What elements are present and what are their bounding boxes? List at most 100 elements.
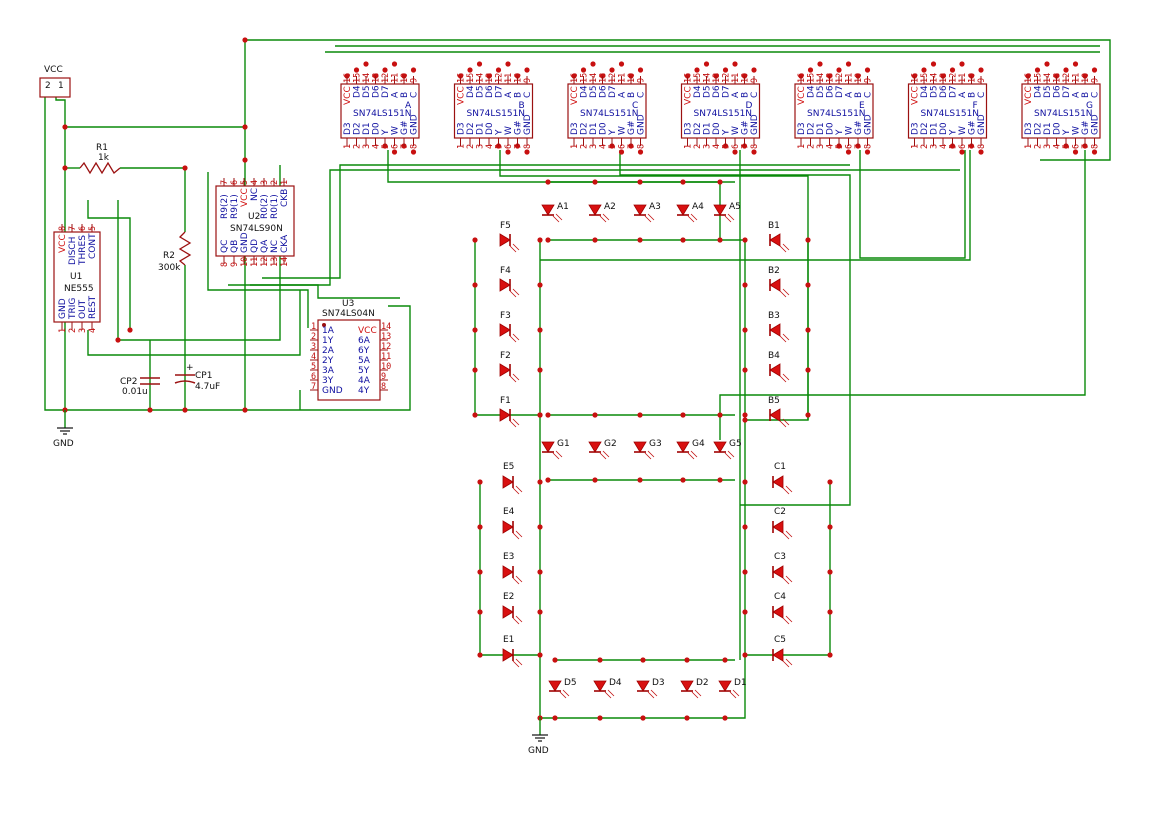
- junction-dot: [537, 237, 543, 243]
- led-c5: C5: [772, 635, 793, 668]
- led-d3-emission-2: [650, 689, 658, 697]
- junction-dot: [845, 149, 852, 155]
- b-column: [745, 240, 809, 421]
- vcc-power-label: VCC: [44, 65, 63, 75]
- led-a2-emission-1: [599, 215, 607, 223]
- led-f5-emission-1: [509, 245, 517, 253]
- counter-u2-pin-name-4: NC: [250, 188, 260, 201]
- junction-dot: [751, 67, 757, 73]
- led-b1-emission-2: [782, 243, 790, 251]
- led-g1-emission-2: [555, 450, 563, 458]
- mux-d-pin-name-13: D6: [712, 85, 722, 98]
- mux-d-pin-number-10: 10: [741, 73, 751, 83]
- junction-dot: [618, 61, 625, 67]
- mux-g-part-label: SN74LS151N: [1034, 109, 1093, 119]
- gnd-label: GND: [53, 439, 74, 449]
- mux-c-pin-number-12: 12: [608, 73, 618, 83]
- junction-dot: [805, 237, 811, 243]
- junction-dot: [805, 367, 811, 373]
- led-a5-emission-1: [724, 215, 732, 223]
- counter-u2-pin-number-12: 12: [260, 257, 270, 267]
- u3-pin-name-5: 3A: [322, 366, 335, 376]
- led-e2-emission-1: [512, 617, 520, 625]
- mux-c-unit-label: C: [632, 101, 638, 111]
- mux-b-pin-number-6: 6: [504, 144, 514, 149]
- led-a1-label: A1: [557, 202, 569, 212]
- junction-dot: [742, 237, 748, 243]
- mux-g-pin-name-8: GND: [1091, 114, 1101, 135]
- mux-f-pin-name-11: A: [958, 91, 968, 98]
- led-e3-emission-1: [512, 577, 520, 585]
- junction-dot: [391, 61, 398, 67]
- mux-c-pin-name-9: C: [637, 92, 647, 98]
- mux-a-pin-number-2: 2: [353, 144, 363, 149]
- mux-d-pin-number-4: 4: [712, 144, 722, 149]
- mux-e-pin-name-11: A: [845, 91, 855, 98]
- counter-u2-pin-name-6: R9(1): [230, 194, 240, 219]
- junction-dot: [62, 124, 68, 130]
- mux-a-pin-number-16: 16: [343, 73, 353, 83]
- mux-g: 16VCC15D414D513D612D711A10B9C1D32D23D14D…: [1021, 73, 1101, 149]
- mux-f-pin-name-5: Y: [949, 129, 959, 136]
- ne555-u1-pin-name-6: THRES: [78, 235, 88, 266]
- mux-a-pin-name-10: B: [400, 92, 410, 98]
- junction-dot: [827, 652, 833, 658]
- counter-u2-pin-name-12: QA: [260, 239, 270, 253]
- mux-g-pin-number-13: 13: [1053, 73, 1063, 83]
- ne555-u1-pin-number-7: 7: [68, 226, 78, 231]
- mux-c-pin-name-4: D0: [599, 122, 609, 135]
- mux-f-pin-number-15: 15: [920, 73, 930, 83]
- mux-c-pin-number-7: 7: [627, 144, 637, 149]
- junction-dot: [722, 67, 729, 73]
- led-d5-emission-2: [562, 689, 570, 697]
- led-d4-emission-1: [604, 691, 612, 699]
- junction-dot: [545, 179, 551, 185]
- ne555-thres: [87, 200, 131, 330]
- junction-dot: [640, 657, 646, 663]
- mux-d-pin-name-15: D4: [693, 85, 703, 98]
- junction-dot: [717, 179, 723, 185]
- mux-b-pin-number-14: 14: [476, 73, 486, 83]
- mux-c-pin-number-8: 8: [637, 144, 647, 149]
- led-g3: G3: [633, 439, 662, 460]
- mux-g-pin-name-10: B: [1081, 92, 1091, 98]
- led-e4-diode: [502, 520, 514, 534]
- junction-dot: [732, 61, 738, 67]
- mux-c-pin-number-11: 11: [618, 73, 628, 83]
- junction-dot: [680, 412, 686, 418]
- mux-a-pin-number-8: 8: [410, 144, 420, 149]
- junction-dot: [959, 149, 965, 155]
- led-b4-emission-1: [779, 375, 787, 383]
- led-c4: C4: [772, 592, 793, 625]
- ne555-u1-pin-number-3: 3: [78, 328, 88, 333]
- counter-u2-pin-number-4: 4: [250, 180, 260, 185]
- mux-f-pin-name-12: D7: [949, 85, 959, 98]
- led-d2-diode: [680, 680, 694, 692]
- led-g5-emission-1: [724, 452, 732, 460]
- mux-c-pin-name-10: B: [627, 92, 637, 98]
- led-f1-emission-1: [509, 420, 517, 428]
- mux-a-pin-number-9: 9: [410, 78, 420, 83]
- led-c2-label: C2: [774, 507, 786, 517]
- mux-b-pin-number-10: 10: [514, 73, 524, 83]
- led-a4-label: A4: [692, 202, 704, 212]
- mux-f-pin-name-7: G#: [968, 120, 978, 135]
- led-b4-emission-2: [782, 373, 790, 381]
- mux-g-pin-name-6: W: [1072, 126, 1082, 135]
- junction-dot: [742, 412, 748, 418]
- mux-e-pin-number-10: 10: [854, 73, 864, 83]
- led-e5-diode: [502, 475, 514, 489]
- led-f3: F3: [499, 311, 520, 343]
- junction-dot: [742, 417, 748, 423]
- junction-dot: [182, 165, 188, 171]
- mux-g-pin-name-11: A: [1072, 91, 1082, 98]
- ne555-u1: 8VCC7DISCH6THRES5CONT1GND2TRIG3OUT4RESTU…: [53, 224, 101, 333]
- mux-d-pin-name-9: C: [750, 92, 760, 98]
- mux-a-pin-number-7: 7: [400, 144, 410, 149]
- junction-dot: [1034, 67, 1041, 73]
- junction-dot: [592, 412, 598, 418]
- u3-pin-name-12: 6Y: [358, 346, 370, 356]
- led-b5-label: B5: [768, 396, 780, 406]
- mux-a-pin-number-5: 5: [381, 144, 391, 149]
- mux-d-pin-number-12: 12: [722, 73, 732, 83]
